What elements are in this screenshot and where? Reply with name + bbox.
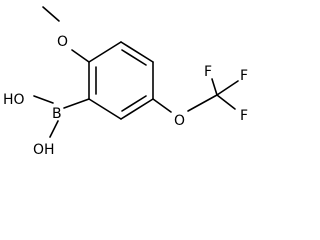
methoxy-oxygen-label: O bbox=[57, 34, 68, 50]
ring-to-ether-oxygen-bond bbox=[152, 98, 172, 113]
cf3-to-fluorine-bond bbox=[216, 94, 236, 110]
fluorine-label: F bbox=[240, 108, 248, 124]
ring-bond bbox=[88, 41, 122, 63]
boron-label: B bbox=[52, 106, 62, 122]
methoxy-methyl-bond bbox=[42, 6, 60, 22]
ether-oxygen-label: O bbox=[174, 113, 185, 129]
lower-hydroxyl-label: OH bbox=[33, 142, 55, 158]
upper-hydroxyl-label: HO bbox=[3, 92, 25, 108]
canvas-background bbox=[0, 0, 266, 171]
boron-to-lower-hydroxyl-bond bbox=[49, 120, 59, 138]
ring-to-methoxy-bond bbox=[71, 49, 90, 63]
benzene-ring bbox=[88, 41, 154, 120]
ring-double-bond bbox=[121, 95, 147, 112]
fluorine-label: F bbox=[240, 68, 248, 84]
chemical-structure: O B HO OH O F F F bbox=[0, 0, 266, 171]
cf3-to-fluorine-bond bbox=[216, 80, 239, 96]
fluorine-label: F bbox=[204, 64, 212, 80]
ring-double-bond bbox=[121, 49, 147, 66]
ring-bond bbox=[88, 98, 122, 120]
boron-to-upper-hydroxyl-bond bbox=[33, 95, 54, 104]
ring-bond bbox=[120, 41, 154, 63]
ether-oxygen-to-cf3-bond bbox=[187, 94, 218, 112]
cf3-to-fluorine-bond bbox=[211, 78, 218, 96]
ring-to-boron-bond bbox=[63, 98, 90, 109]
ring-bond bbox=[120, 98, 154, 120]
